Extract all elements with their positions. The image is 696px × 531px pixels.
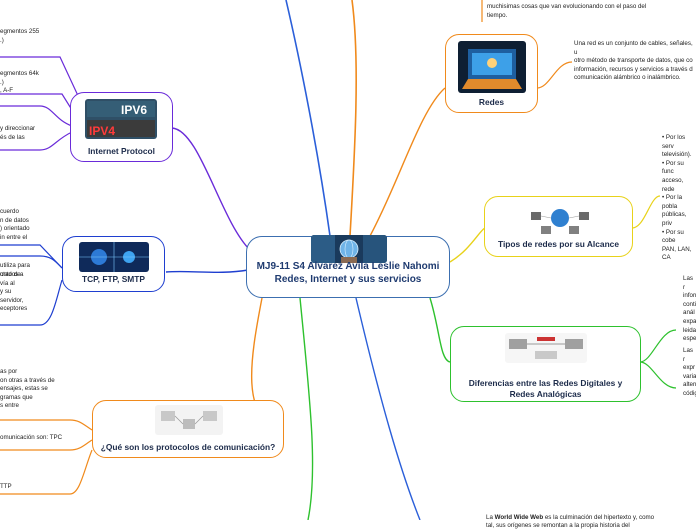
node-label-tcp-ftp-smtp: TCP, FTP, SMTP	[82, 274, 145, 284]
sub-line-dif-1	[639, 329, 677, 363]
protocolos-image	[155, 405, 223, 435]
central-node[interactable]: MJ9-11 S4 Alvarez Avila Leslie Nahomi Re…	[246, 235, 450, 298]
node-redes[interactable]: Redes	[445, 34, 538, 113]
connector-redes	[369, 87, 446, 237]
text-www-pre: La	[486, 513, 495, 521]
connector-top-blue	[285, 0, 331, 237]
text-redes-desc: Una red es un conjunto de cables, señale…	[574, 40, 693, 82]
connector-internet-protocol	[171, 127, 251, 251]
sub-line-proto-def	[0, 419, 93, 431]
mind-map-canvas	[0, 0, 677, 520]
central-globe-image	[311, 235, 387, 263]
tcp-network-image	[79, 242, 149, 272]
text-www: La World Wide Web es la culminación del …	[486, 505, 696, 531]
text-ipv4-cut: egmentos 255 .)	[0, 28, 40, 44]
sub-line-tipos-desc	[631, 195, 661, 229]
text-proto-cut: as por on otras a través de ensajes, est…	[0, 368, 55, 410]
node-internet-protocol[interactable]: IPV6 IPV4 Internet Protocol	[70, 92, 173, 162]
sub-line-proto-tp	[0, 449, 93, 495]
redes-image	[458, 41, 526, 93]
connector-bottom-right	[355, 297, 421, 520]
node-diferencias[interactable]: Diferencias entre las Redes Digitales y …	[450, 326, 641, 402]
text-tipos-desc: • Por los serv televisión). • Por su fun…	[662, 134, 692, 262]
connector-top-orange	[349, 0, 358, 237]
text-www-bold: World Wide Web	[494, 513, 544, 521]
ipv6-badge: IPV6	[121, 103, 147, 117]
node-label-redes: Redes	[478, 97, 505, 107]
sub-line-dif-2	[639, 361, 677, 389]
node-label-internet-protocol: Internet Protocol	[87, 146, 155, 156]
central-title: MJ9-11 S4 Alvarez Avila Leslie Nahomi Re…	[256, 261, 440, 285]
sub-line-ip-desc2	[0, 105, 73, 127]
text-ip-cut: y direccionar és de las	[0, 125, 36, 141]
text-ftp-cut: utiliza para ctados a	[0, 262, 30, 278]
ipv6-ipv4-image: IPV6 IPV4	[85, 99, 157, 139]
node-label-diferencias: Diferencias entre las Redes Digitales y …	[468, 378, 623, 399]
connector-diferencias	[429, 297, 451, 363]
text-top-right: muchisimas cosas que van evolucionando c…	[487, 3, 647, 19]
connector-bottom-left	[299, 297, 314, 520]
ipv4-badge: IPV4	[89, 124, 115, 138]
connector-tcp	[165, 269, 249, 273]
sub-line-proto-ex	[0, 439, 93, 451]
sub-line-smtp	[0, 279, 63, 326]
text-tcp-cut: cuerdo n de datos ) orientado in entre e…	[0, 208, 30, 241]
node-tcp-ftp-smtp[interactable]: TCP, FTP, SMTP	[62, 236, 165, 292]
node-label-protocolos: ¿Qué son los protocolos de comunicación?	[100, 442, 276, 452]
node-label-tipos: Tipos de redes por su Alcance	[497, 239, 619, 249]
text-dif-desc-2: Las r expr varia altern códig	[683, 347, 696, 397]
text-proto-tp: TTP	[0, 483, 12, 490]
sub-line-ip-desc	[0, 131, 73, 151]
node-protocolos[interactable]: ¿Qué son los protocolos de comunicación?	[92, 400, 284, 458]
node-tipos[interactable]: Tipos de redes por su Alcance	[484, 196, 633, 257]
text-smtp-cut: unto de vía al y su servidor, eceptores	[0, 271, 28, 313]
text-ipv6-cut: egmentos 64k .) , A-F	[0, 70, 39, 95]
connector-tipos	[449, 227, 486, 263]
sub-line-ipv4	[0, 56, 81, 101]
sub-line-ftp	[0, 255, 63, 269]
text-proto-ex: omunicación son: TPC	[0, 434, 63, 441]
text-dif-desc-1: Las r inforr contin anál expa leida espe	[683, 275, 696, 343]
sub-line-redes-desc	[536, 61, 573, 89]
tipos-image	[527, 202, 593, 236]
diferencias-image	[505, 333, 587, 363]
sub-line-ipv6	[0, 93, 73, 111]
